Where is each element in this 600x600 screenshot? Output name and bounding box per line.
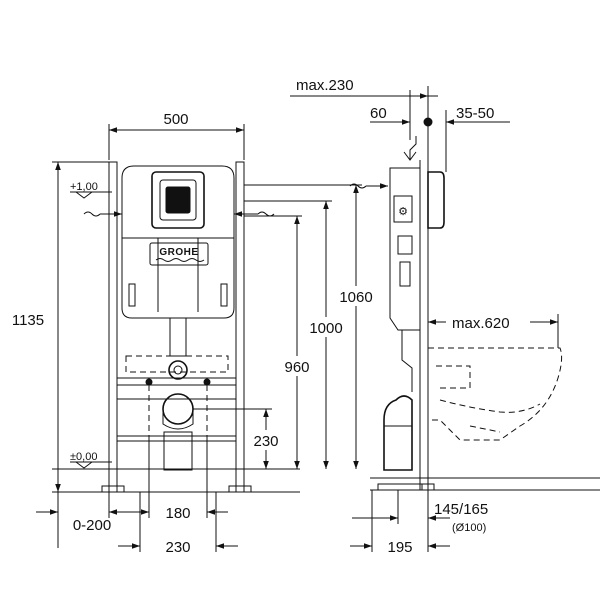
anchor-point-icon bbox=[423, 117, 433, 127]
upper-rail bbox=[116, 377, 237, 386]
lower-rail bbox=[116, 435, 237, 442]
width-500-label: 500 bbox=[163, 111, 188, 128]
drain-pipe-lower bbox=[163, 431, 193, 471]
cistern-fix-right bbox=[220, 283, 228, 307]
flush-plate bbox=[151, 171, 205, 229]
dim-offset-60: 60 bbox=[370, 105, 410, 125]
pan-outline-dashed bbox=[125, 355, 229, 373]
dim-width-500: 500 bbox=[108, 111, 245, 160]
dim-height-1000: 1000 bbox=[244, 200, 346, 469]
offset-0-200-label: 0-200 bbox=[73, 517, 111, 534]
left-post bbox=[108, 161, 118, 493]
left-foot bbox=[101, 485, 125, 493]
dim-height-230: 230 bbox=[193, 408, 284, 469]
level-marker-zero: ±0,00 bbox=[70, 451, 112, 469]
height-960-label: 960 bbox=[284, 359, 309, 376]
dim-height-1135: 1135 bbox=[4, 161, 110, 492]
dim-pipe-145-165: 145/165 (Ø100) bbox=[352, 490, 488, 534]
valve-icon: ⚙ bbox=[398, 206, 408, 218]
side-wave-icon bbox=[349, 183, 367, 189]
height-1135-label: 1135 bbox=[12, 312, 44, 329]
dim-max-620: max.620 bbox=[428, 313, 559, 348]
flush-button-icon bbox=[165, 186, 191, 214]
wave-left-icon bbox=[83, 211, 101, 217]
dim-max-230: max.230 bbox=[290, 77, 438, 140]
dim-depth-195: 195 bbox=[350, 490, 450, 556]
spacing-230-label: 230 bbox=[165, 539, 190, 556]
dim-spacing-180: 180 bbox=[128, 440, 228, 522]
max-620-label: max.620 bbox=[452, 315, 510, 332]
dim-offset-0-200: 0-200 bbox=[36, 492, 134, 548]
level-zero-label: ±0,00 bbox=[70, 451, 97, 463]
flush-button-side bbox=[427, 171, 445, 229]
wc-pan-outline bbox=[428, 347, 563, 441]
cistern: GROHE bbox=[121, 165, 235, 471]
max-230-label: max.230 bbox=[296, 77, 354, 94]
level-triangle-zero-icon bbox=[75, 461, 93, 469]
flush-pipe bbox=[169, 317, 187, 357]
level-triangle-icon bbox=[75, 191, 93, 199]
water-inlet-icon bbox=[168, 360, 188, 380]
level-top-label: +1,00 bbox=[70, 181, 98, 193]
flush-plate-inner bbox=[159, 179, 197, 221]
depth-195-label: 195 bbox=[387, 539, 412, 556]
wc-pan-dashed bbox=[428, 347, 563, 441]
dim-height-960: 960 bbox=[244, 215, 314, 469]
spacing-180-label: 180 bbox=[165, 505, 190, 522]
cistern-side bbox=[389, 167, 421, 331]
side-view-frame: ⚙ bbox=[349, 86, 600, 491]
height-230-label: 230 bbox=[253, 433, 278, 450]
grohe-wave-icon bbox=[155, 258, 205, 262]
height-1060-label: 1060 bbox=[339, 289, 372, 306]
offset-60-label: 60 bbox=[370, 105, 387, 122]
right-post bbox=[235, 161, 245, 493]
dim-spacing-230: 230 bbox=[118, 492, 238, 556]
wave-right-icon bbox=[257, 211, 275, 217]
pipe-145-165-label: 145/165 bbox=[434, 501, 488, 518]
dim-height-1060: 1060 bbox=[244, 184, 376, 469]
range-35-50-label: 35-50 bbox=[456, 105, 494, 122]
cistern-top bbox=[121, 165, 235, 239]
level-marker-top: +1,00 bbox=[70, 181, 112, 199]
grohe-logo: GROHE bbox=[159, 247, 198, 258]
pipe-diameter-label: (Ø100) bbox=[452, 522, 486, 534]
height-1000-label: 1000 bbox=[309, 320, 342, 337]
grohe-logo-box bbox=[149, 242, 209, 266]
cistern-body bbox=[121, 237, 235, 319]
dim-range-35-50: 35-50 bbox=[445, 105, 510, 172]
right-foot bbox=[228, 485, 252, 493]
drain-elbow bbox=[383, 395, 413, 471]
cistern-fix-left bbox=[128, 283, 136, 307]
